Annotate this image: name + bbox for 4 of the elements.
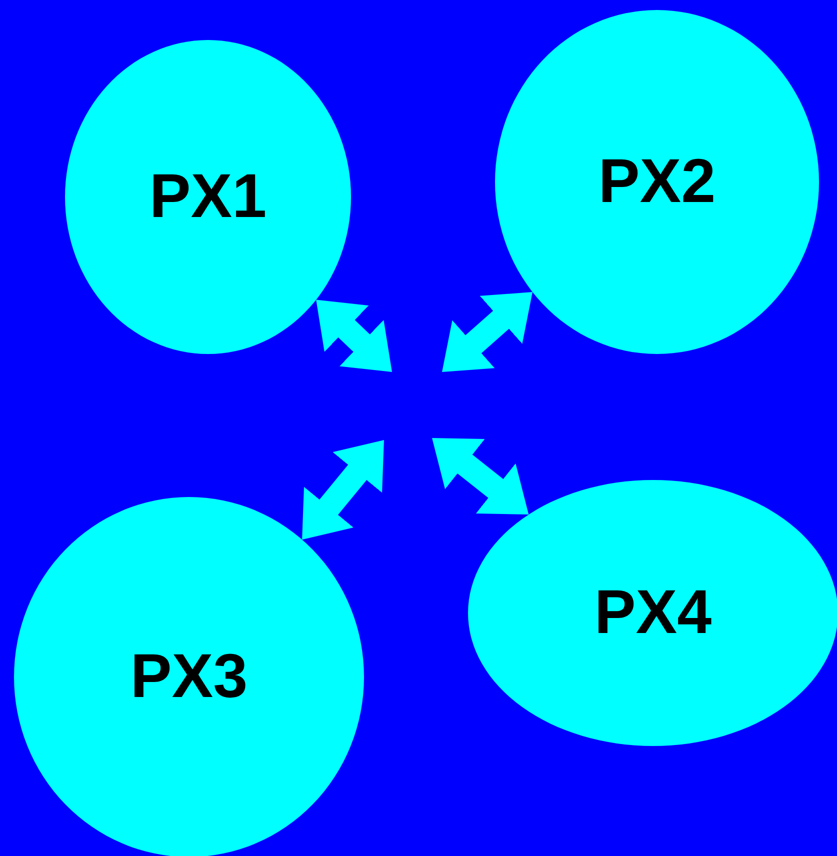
node-label: PX1 (149, 166, 267, 228)
node-label: PX4 (594, 582, 712, 644)
node-label: PX3 (130, 646, 248, 708)
node-label: PX2 (598, 151, 716, 213)
